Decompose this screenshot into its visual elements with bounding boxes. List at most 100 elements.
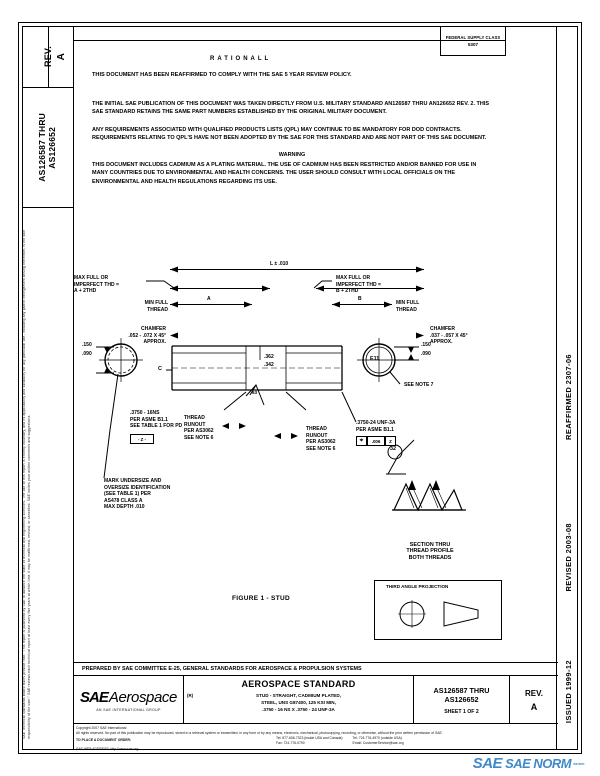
thread-right-callout: .3750-24 UNF-3A PER ASME B1.1 [356,420,396,433]
issued-date-cell: ISSUED 1999-12 [557,632,579,752]
tolerance-datum-label: Z [389,438,392,444]
legal-notice-cell: SAE Technical Standards Board Rules prov… [22,208,74,750]
end-marking-label: E11 [370,356,380,362]
chamfer-left-label: CHAMFER .052 - .072 X 45° APPROX. [128,326,166,345]
revised-date: REVISED 2003-08 [563,522,573,592]
document-number-line-2: AS126652 [444,694,479,704]
paragraph-cadmium-warning: THIS DOCUMENT INCLUDES CADMIUM AS A PLAT… [92,161,477,185]
paragraph-qpl: ANY REQUIREMENTS ASSOCIATED WITH QUALIFI… [92,126,487,142]
diameter-upper-label: .362 [264,354,274,360]
position-symbol-box: ⌖ [356,436,367,446]
datum-c-label: C [158,366,162,372]
sae-logo-cell: SAE Aerospace AN SAE INTERNATIONAL GROUP [74,676,184,724]
dim-line-b [332,304,392,305]
tel-outside: Tel: 724-776-4970 (outside USA) [352,735,402,740]
prepared-by-text: PREPARED BY SAE COMMITTEE E-25, GENERAL … [82,666,362,672]
desc-line-3: .3750 - 16 NS X .3750 - 24 UNF-3A [262,707,335,713]
right-margin-strip: REAFFIRMED 2307-06 REVISED 2003-08 ISSUE… [556,26,578,750]
sae-norm-watermark: SAE SAE NORM standards [472,755,585,772]
sae-aerospace-logo: SAE Aerospace [80,689,177,706]
chamfer-right-label: CHAMFER .037 - .057 X 45° APPROX. [430,326,468,345]
see-note-7-label: SEE NOTE 7 [404,382,434,388]
legal-notice-text: SAE Technical Standards Board Rules prov… [22,229,31,739]
revision-value: A [530,701,538,712]
thread-runout-left-label: THREAD RUNOUT PER AS3062 SEE NOTE 6 [184,415,214,441]
rights-line: All rights reserved. No part of this pub… [76,730,443,735]
end-dim-left-lower: .090 [82,351,92,357]
revised-date-cell: REVISED 2003-08 [557,482,579,632]
copyright-line: Copyright 2007 SAE International [76,726,127,730]
desc-line-1: STUD - STRAIGHT, CADMIUM PLATED, [256,693,341,698]
tolerance-datum-box: Z [385,436,396,446]
min-full-right-label: MIN FULL THREAD [396,300,420,313]
watermark-sae-mark: SAE [472,755,503,772]
body-text-block: THE INITIAL SAE PUBLICATION OF THIS DOCU… [92,100,492,195]
sae-logo-subtitle: AN SAE INTERNATIONAL GROUP [96,707,161,712]
aerospace-wordmark: Aerospace [108,688,178,706]
reaffirmed-date-cell: REAFFIRMED 2307-06 [557,312,579,482]
datum-z-label: - Z - [137,436,147,442]
thread-runout-right-label: THREAD RUNOUT PER AS3062 SEE NOTE 6 [306,426,336,452]
engineering-drawing: L ± .010 [74,250,506,650]
national-heading: RATIONALL [210,56,272,62]
thread-left-callout: .3750 - 16NS PER ASME B1.1 SEE TABLE 1 F… [130,410,183,429]
fsc-title: FEDERAL SUPPLY CLASS [445,35,501,41]
reaffirmed-date: REAFFIRMED 2307-06 [563,354,573,440]
fsc-value: 5307 [467,41,479,47]
revision-cell: REV. A [510,676,558,724]
mark-identification-note: MARK UNDERSIZE AND OVERSIZE IDENTIFICATI… [104,478,171,510]
title-block: SAE Aerospace AN SAE INTERNATIONAL GROUP… [74,676,558,724]
tel-inside: Tel: 877-606-7323 (inside USA and Canada… [276,735,343,740]
paragraph-initial-publication: THE INITIAL SAE PUBLICATION OF THIS DOCU… [92,101,490,116]
dim-b-label: B [358,296,362,302]
fax-number: Fax: 724-776-0790 [276,740,305,745]
part-range-cell: AS126587 THRU AS126652 [22,88,74,208]
dim-line-overall [170,269,424,271]
document-number-cell: AS126587 THRU AS126652 SHEET 1 OF 2 [414,676,510,724]
footer-order-col: TO PLACE A DOCUMENT ORDER: [76,736,266,746]
reaffirm-note: THIS DOCUMENT HAS BEEN REAFFIRMED TO COM… [92,72,352,78]
footer-contact-row: TO PLACE A DOCUMENT ORDER: Tel: 877-606-… [76,736,536,746]
dim-line-maxfull-left [170,288,270,289]
footer-phone-col: Tel: 877-606-7323 (inside USA and Canada… [276,736,343,746]
title-description-cell: (R) AEROSPACE STANDARD STUD - STRAIGHT, … [184,676,414,724]
dim-line-a [170,304,252,305]
datum-z-box: - Z - [130,434,154,444]
warning-heading: WARNING [278,152,306,159]
aerospace-standard-title: AEROSPACE STANDARD [241,679,356,689]
end-dim-left-upper: .150 [82,342,92,348]
footer-contact-col: Tel: 724-776-4970 (outside USA) Email: C… [353,736,404,746]
end-dim-right-lower: .090 [421,351,431,357]
dim-a-label: A [207,296,211,302]
tolerance-value: .006 [371,438,381,444]
email-address: Email: CustomerService@sae.org [352,740,404,745]
left-margin-strip: REV. A AS126587 THRU AS126652 SAE Techni… [22,26,74,750]
outer-border [18,22,582,754]
sae-wordmark: SAE [80,688,109,706]
end-dim-right-upper: .150 [421,342,431,348]
dim-line-maxfull-right [316,288,424,289]
watermark-sub-label: standards [573,761,584,766]
document-number-line-1: AS126587 THRU [433,685,490,695]
part-description: STUD - STRAIGHT, CADMIUM PLATED, STEEL, … [184,692,413,713]
rev-value: A [56,52,67,61]
federal-supply-class-box: FEDERAL SUPPLY CLASS 5307 [440,26,506,56]
prepared-by-bar: PREPARED BY SAE COMMITTEE E-25, GENERAL … [74,662,558,676]
footer-block: Copyright 2007 SAE International All rig… [76,726,536,752]
reaffirmed-marker: (R) [187,693,194,698]
sheet-number: SHEET 1 OF 2 [444,708,479,715]
header-divider [74,40,506,41]
max-full-right-label: MAX FULL OR IMPERFECT THD = B + 2THD [336,275,381,294]
max-full-left-label: MAX FULL OR IMPERFECT THD = A + 2THD [74,275,119,294]
rev-value-cell: A [48,26,74,88]
revision-label: REV. [525,688,543,698]
order-label: TO PLACE A DOCUMENT ORDER: [76,737,132,742]
surface-finish-63-label: 63 [252,390,258,395]
section-caption: SECTION THRU THREAD PROFILE BOTH THREADS [406,542,454,561]
third-angle-projection-box [374,580,502,640]
figure-caption: FIGURE 1 - STUD [232,595,290,602]
surface-finish-32-label: 32 [390,446,396,452]
desc-line-2: STEEL, UNS G87400, 125 KSI MIN, [261,700,336,706]
inner-border [22,26,578,750]
